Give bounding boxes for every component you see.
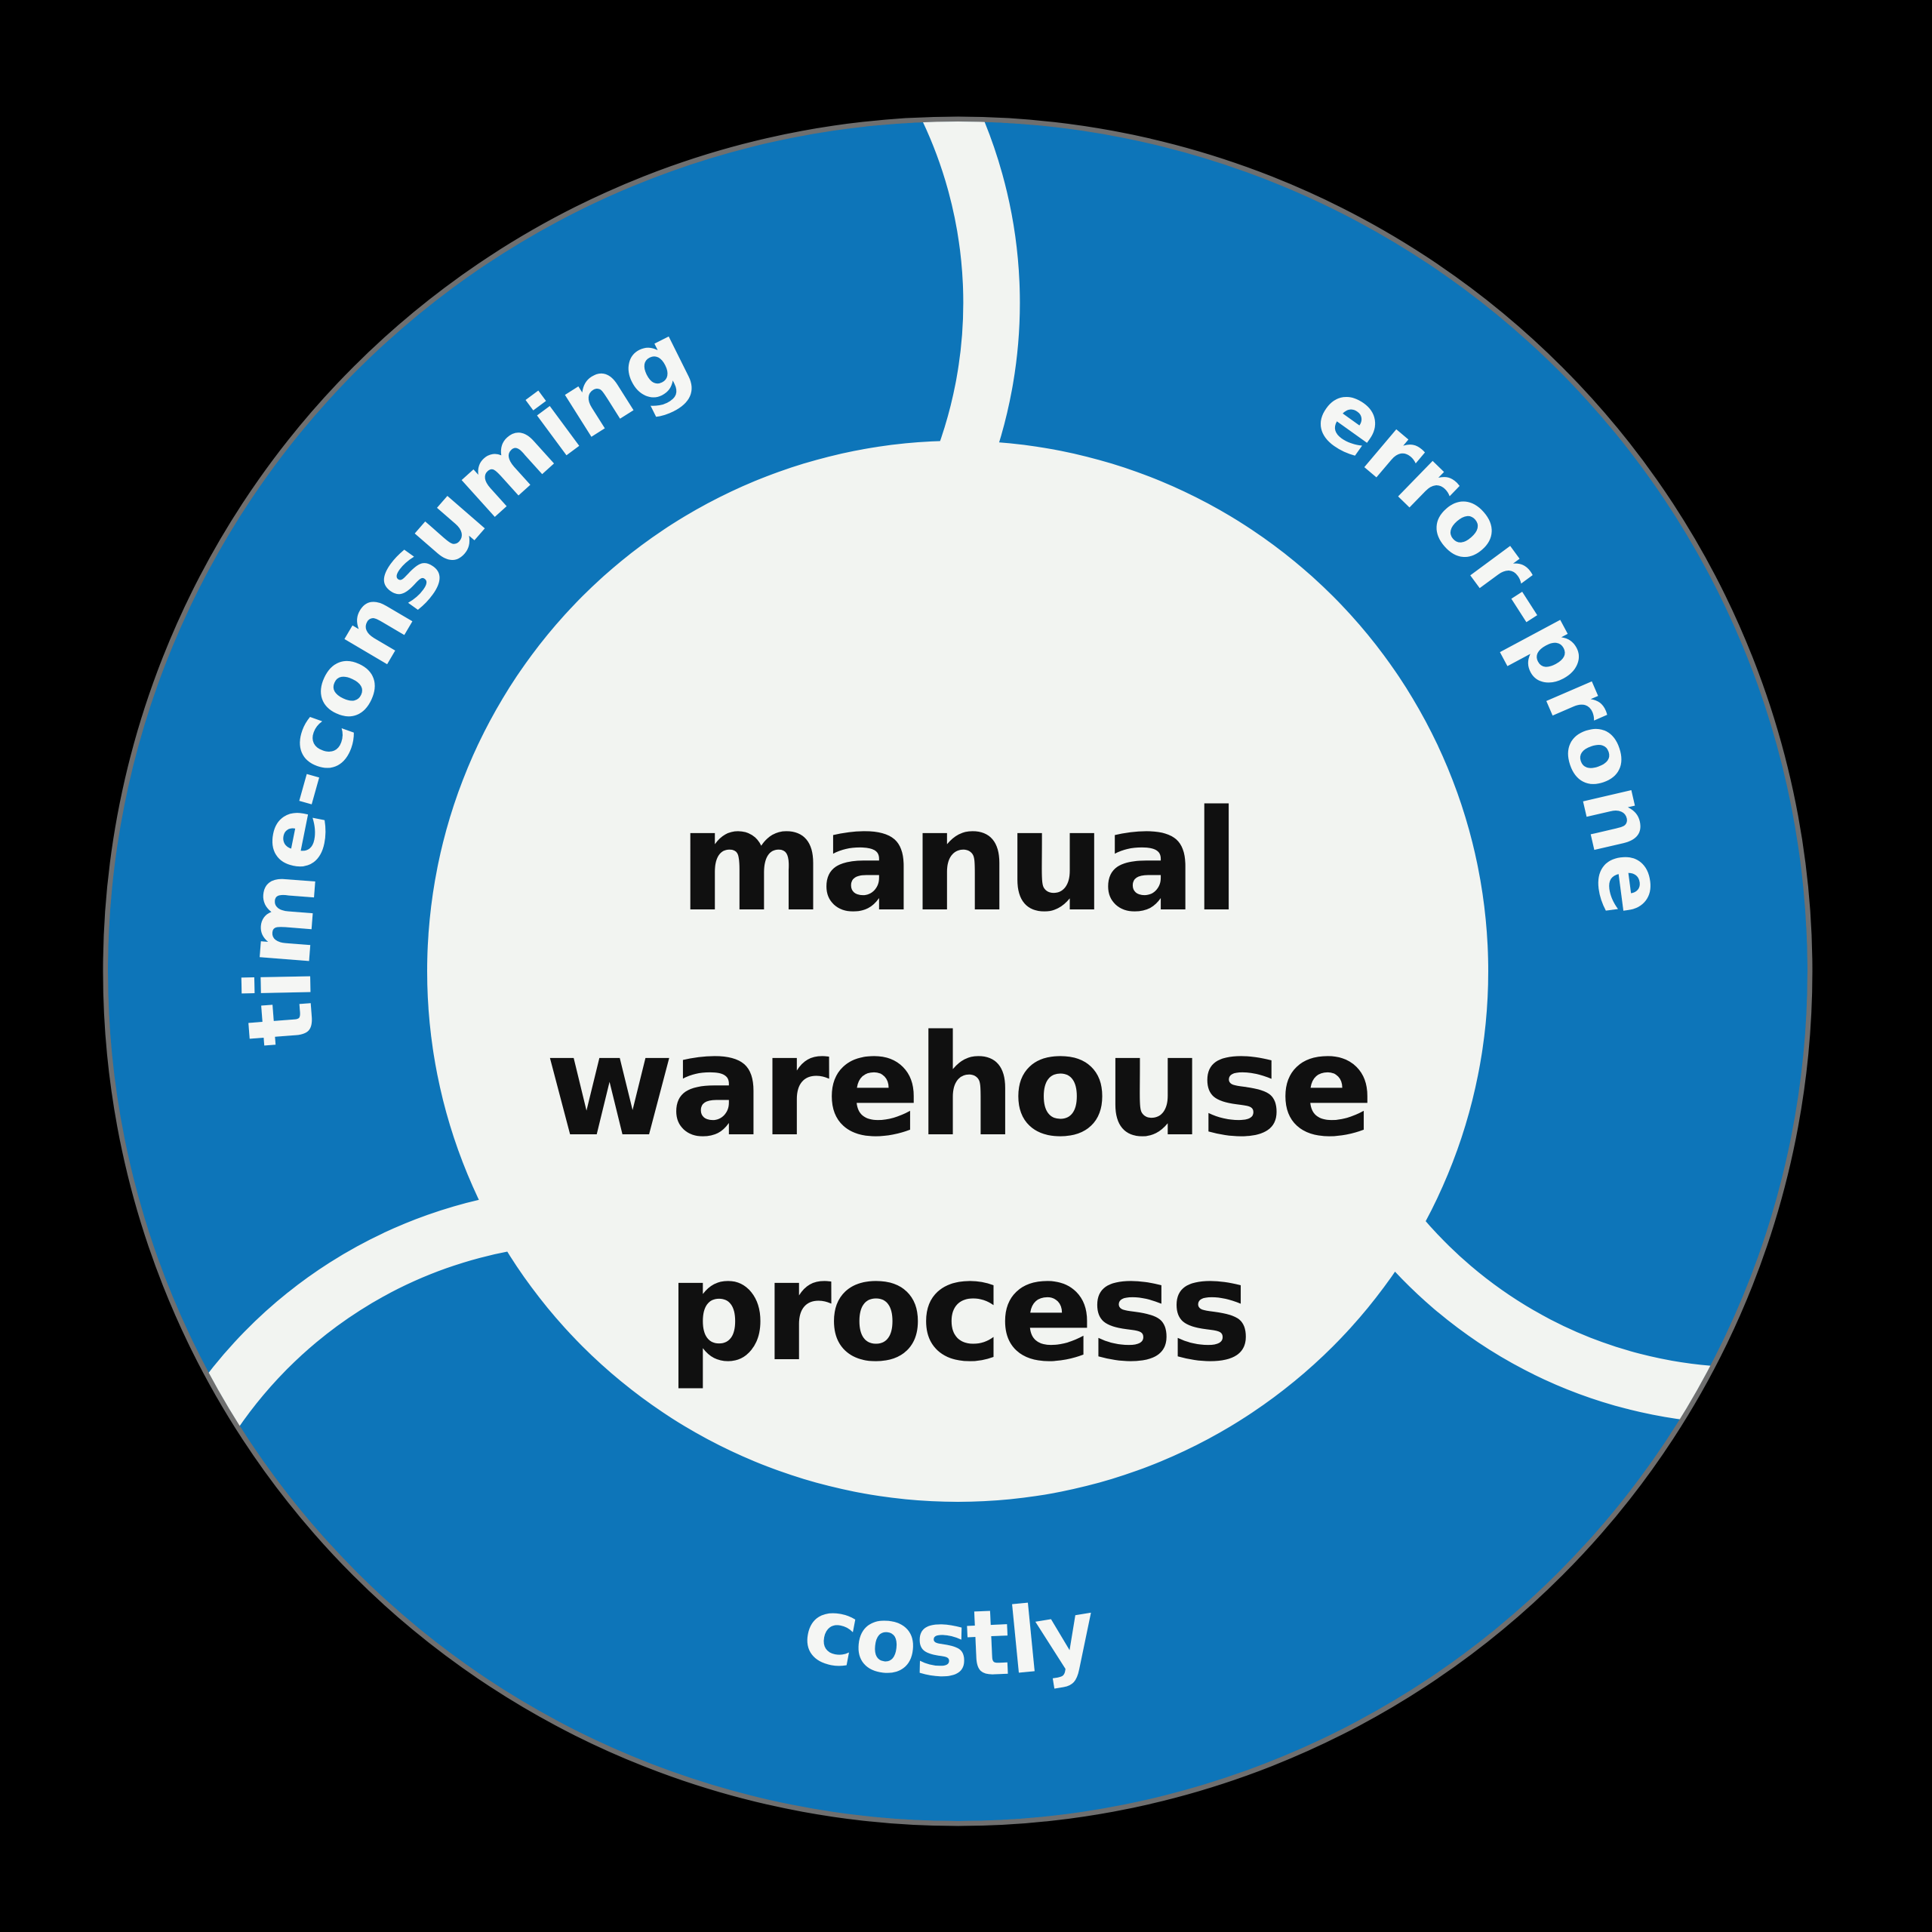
inner-circle (427, 441, 1488, 1502)
center-label-line-1: manual (678, 780, 1236, 943)
segment-label-costly: costly (795, 1577, 1104, 1698)
center-label-line-3: process (666, 1229, 1248, 1392)
divider-top (912, 122, 1020, 492)
outer-rim (103, 116, 1813, 1826)
center-label-line-2: warehouse (545, 1004, 1371, 1168)
